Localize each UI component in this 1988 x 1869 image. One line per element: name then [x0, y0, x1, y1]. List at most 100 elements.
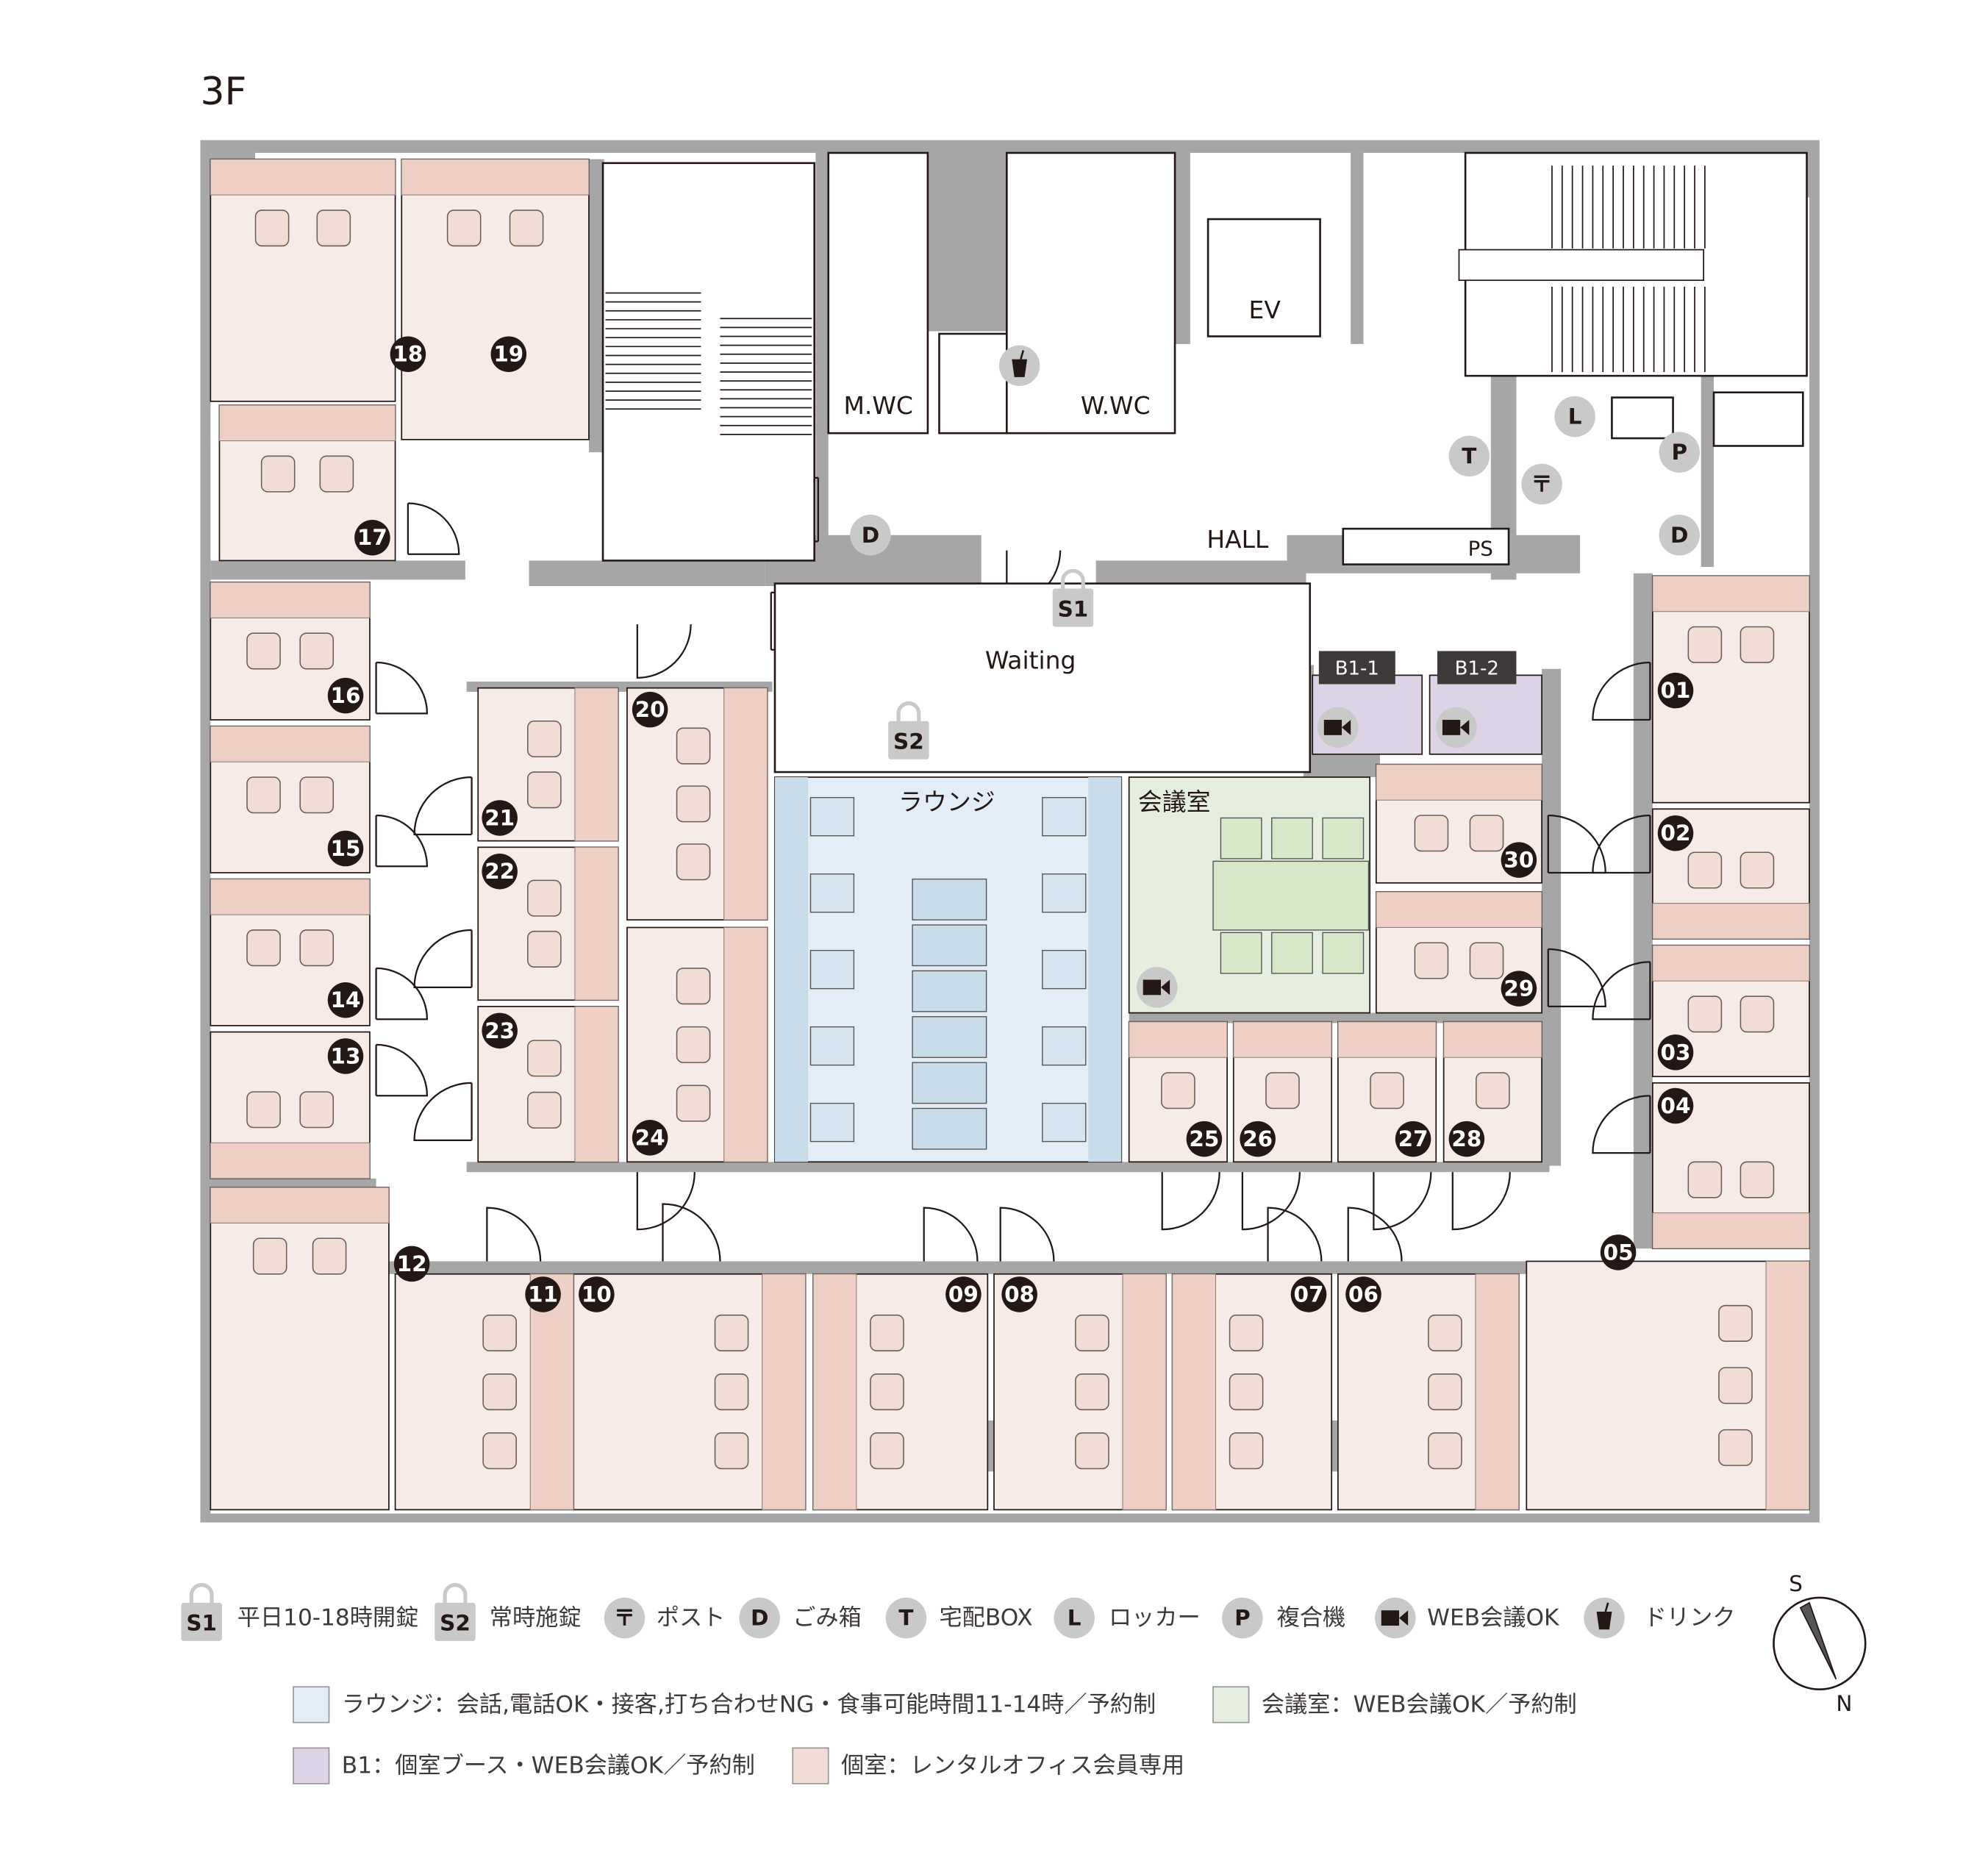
compass: S N: [1773, 1571, 1867, 1716]
legend-item-drink-icon: ドリンク: [1584, 1597, 1735, 1639]
chair-icon: [1271, 932, 1313, 974]
door-swing: [413, 1082, 473, 1141]
room-08[interactable]: [993, 1273, 1167, 1511]
chair-icon: [316, 210, 351, 247]
chair-icon: [1075, 1432, 1109, 1470]
room-number: 23: [485, 1018, 515, 1043]
chair-icon: [870, 1314, 904, 1351]
desk: [210, 159, 396, 196]
printer-icon: [1659, 432, 1700, 473]
room-10[interactable]: [573, 1273, 807, 1511]
chair-icon: [260, 455, 296, 493]
room-24[interactable]: [626, 926, 768, 1163]
room-number-badge: [525, 1276, 561, 1312]
chair-icon: [1370, 1072, 1404, 1109]
camera-body: [1143, 979, 1161, 996]
desk: [1652, 1212, 1810, 1249]
desk: [210, 582, 371, 618]
legend-swatch: [1212, 1686, 1250, 1723]
room-18[interactable]: [210, 158, 396, 402]
legend-label: ポスト: [657, 1605, 726, 1632]
lock-label: S1: [1058, 596, 1089, 621]
room-number: 05: [1603, 1240, 1634, 1265]
trash-icon: [850, 515, 891, 556]
printer-text: P: [1671, 440, 1687, 465]
desk: [218, 404, 396, 442]
room-04[interactable]: [1651, 1082, 1810, 1249]
room-11[interactable]: [394, 1273, 575, 1511]
door-swing: [375, 1043, 429, 1097]
lock-label: S1: [186, 1611, 217, 1636]
desk: [1129, 1021, 1228, 1058]
chair-icon: [527, 720, 562, 758]
chair-icon: [312, 1237, 347, 1275]
door-swing: [407, 502, 460, 555]
chair-icon: [1229, 1314, 1264, 1351]
lounge-table: [912, 924, 987, 967]
room-number-badge: [1395, 1121, 1431, 1157]
room-03[interactable]: [1651, 944, 1810, 1078]
chair-icon: [676, 727, 711, 765]
chair-icon: [299, 929, 335, 967]
room-number: 17: [357, 525, 387, 550]
room-30[interactable]: [1375, 763, 1542, 884]
chair-icon: [1718, 1367, 1753, 1404]
legend-item-video-camera-icon: WEB会議OK: [1375, 1597, 1560, 1639]
wall-segment: [1304, 754, 1381, 778]
trash-text: D: [862, 523, 879, 548]
desk: [529, 1273, 574, 1510]
chair-icon: [714, 1432, 749, 1470]
chair-icon: [1414, 815, 1449, 852]
camera-lens: [1399, 1610, 1409, 1626]
room-09[interactable]: [812, 1273, 989, 1511]
chair-icon: [527, 1040, 562, 1077]
door-swing: [1347, 1207, 1403, 1262]
lounge[interactable]: ラウンジ: [774, 776, 1123, 1163]
chair-icon: [1740, 626, 1775, 663]
room-12[interactable]: [210, 1187, 390, 1511]
chair-icon: [870, 1373, 904, 1411]
straw: [1604, 1602, 1609, 1612]
booth-label: B1-1: [1335, 658, 1379, 680]
locker-icon: [1054, 1597, 1095, 1639]
room-number: 08: [1004, 1282, 1034, 1307]
chair-icon: [482, 1432, 517, 1470]
room-number-badge: [327, 1038, 364, 1074]
legend-key: D: [751, 1606, 768, 1631]
desk: [210, 726, 371, 762]
desk: [1337, 1021, 1437, 1058]
chair-icon: [246, 1091, 281, 1129]
wall-segment: [815, 152, 829, 561]
room-19[interactable]: [401, 158, 590, 440]
room-number: 13: [331, 1043, 361, 1068]
room-05[interactable]: [1526, 1260, 1810, 1511]
room-number: 11: [528, 1282, 558, 1307]
room-number-badge: [482, 800, 518, 836]
door-swing: [636, 1172, 696, 1231]
mens-wc-label: M.WC: [844, 391, 913, 420]
lounge-seat: [1042, 1102, 1087, 1143]
room-number: 25: [1189, 1126, 1219, 1151]
legend-area-item: ラウンジ：会話,電話OK・接客,打ち合わせNG・食事可能時間11-14時／予約制: [293, 1686, 1156, 1723]
chair-icon: [527, 771, 562, 809]
lounge-table: [912, 1062, 987, 1104]
desk: [812, 1273, 857, 1510]
desk: [1652, 903, 1810, 940]
room-number-badge: [1657, 815, 1694, 851]
wall-segment: [1351, 152, 1364, 344]
room-number: 04: [1661, 1093, 1691, 1118]
delivery-box-icon: [885, 1597, 927, 1639]
wall-segment: [927, 152, 1007, 332]
chair-icon: [1740, 1161, 1775, 1198]
chair-icon: [319, 455, 354, 493]
room-07[interactable]: [1171, 1273, 1333, 1511]
chair-icon: [1229, 1373, 1264, 1411]
room-06[interactable]: [1337, 1273, 1520, 1511]
chair-icon: [1229, 1432, 1264, 1470]
room-number-badge: [327, 830, 364, 867]
lounge-table: [912, 1107, 987, 1150]
room-21[interactable]: [477, 687, 619, 842]
